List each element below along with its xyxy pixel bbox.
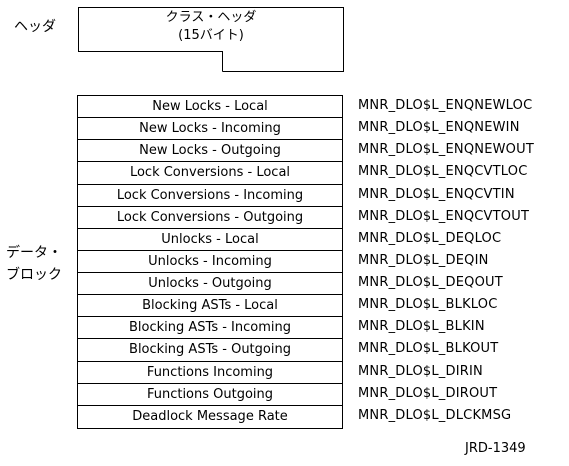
field-row: Blocking ASTs - Incoming (78, 317, 342, 340)
field-row: Unlocks - Local (78, 229, 342, 251)
class-header-box (78, 7, 344, 72)
field-row: Lock Conversions - Local (78, 162, 342, 185)
figure-id: JRD-1349 (465, 441, 526, 456)
field-symbol: MNR_DLO$L_ENQCVTOUT (358, 208, 530, 224)
data-block-label: データ・ ブロック (6, 242, 62, 286)
field-row: Lock Conversions - Outgoing (78, 207, 342, 229)
field-row: Blocking ASTs - Local (78, 295, 342, 318)
field-row: Deadlock Message Rate (132, 408, 288, 424)
field-row: Unlocks - Outgoing (78, 273, 342, 296)
data-block-label-line2: ブロック (6, 267, 62, 283)
field-symbol: MNR_DLO$L_DEQLOC (358, 230, 502, 246)
field-row: New Locks - Outgoing (78, 140, 342, 163)
field-symbol: MNR_DLO$L_ENQNEWIN (358, 120, 520, 136)
field-symbol: MNR_DLO$L_DIROUT (358, 385, 498, 401)
data-block-label-line1: データ・ (6, 245, 62, 261)
field-symbol: MNR_DLO$L_DEQIN (358, 252, 489, 268)
field-symbol: MNR_DLO$L_BLKIN (358, 319, 485, 335)
field-symbol: MNR_DLO$L_BLKOUT (358, 341, 499, 357)
field-row: Blocking ASTs - Outgoing (78, 339, 342, 362)
field-row: Lock Conversions - Incoming (78, 185, 342, 207)
field-symbols: MNR_DLO$L_ENQNEWLOC MNR_DLO$L_ENQNEWIN MNR… (358, 95, 534, 427)
field-symbol: MNR_DLO$L_ENQNEWLOC (358, 98, 533, 113)
field-row: New Locks - Incoming (78, 118, 342, 141)
field-row: New Locks - Local (78, 96, 342, 119)
field-row: Functions Outgoing (78, 384, 342, 406)
header-section-label: ヘッダ (14, 19, 56, 35)
field-symbol: MNR_DLO$L_DIRIN (358, 363, 483, 379)
field-symbol: MNR_DLO$L_ENQCVTLOC (358, 164, 528, 180)
class-header-size: (15バイト) (178, 28, 244, 43)
field-row: Functions Incoming (78, 362, 342, 384)
field-symbol: MNR_DLO$L_ENQCVTIN (358, 186, 515, 202)
field-row: Unlocks - Incoming (78, 251, 342, 273)
field-symbol: MNR_DLO$L_DLCKMSG (358, 407, 512, 423)
field-symbol: MNR_DLO$L_ENQNEWOUT (358, 142, 534, 158)
field-symbol: MNR_DLO$L_BLKLOC (358, 297, 498, 313)
field-symbol: MNR_DLO$L_DEQOUT (358, 275, 503, 290)
class-header-title: クラス・ヘッダ (165, 10, 257, 25)
